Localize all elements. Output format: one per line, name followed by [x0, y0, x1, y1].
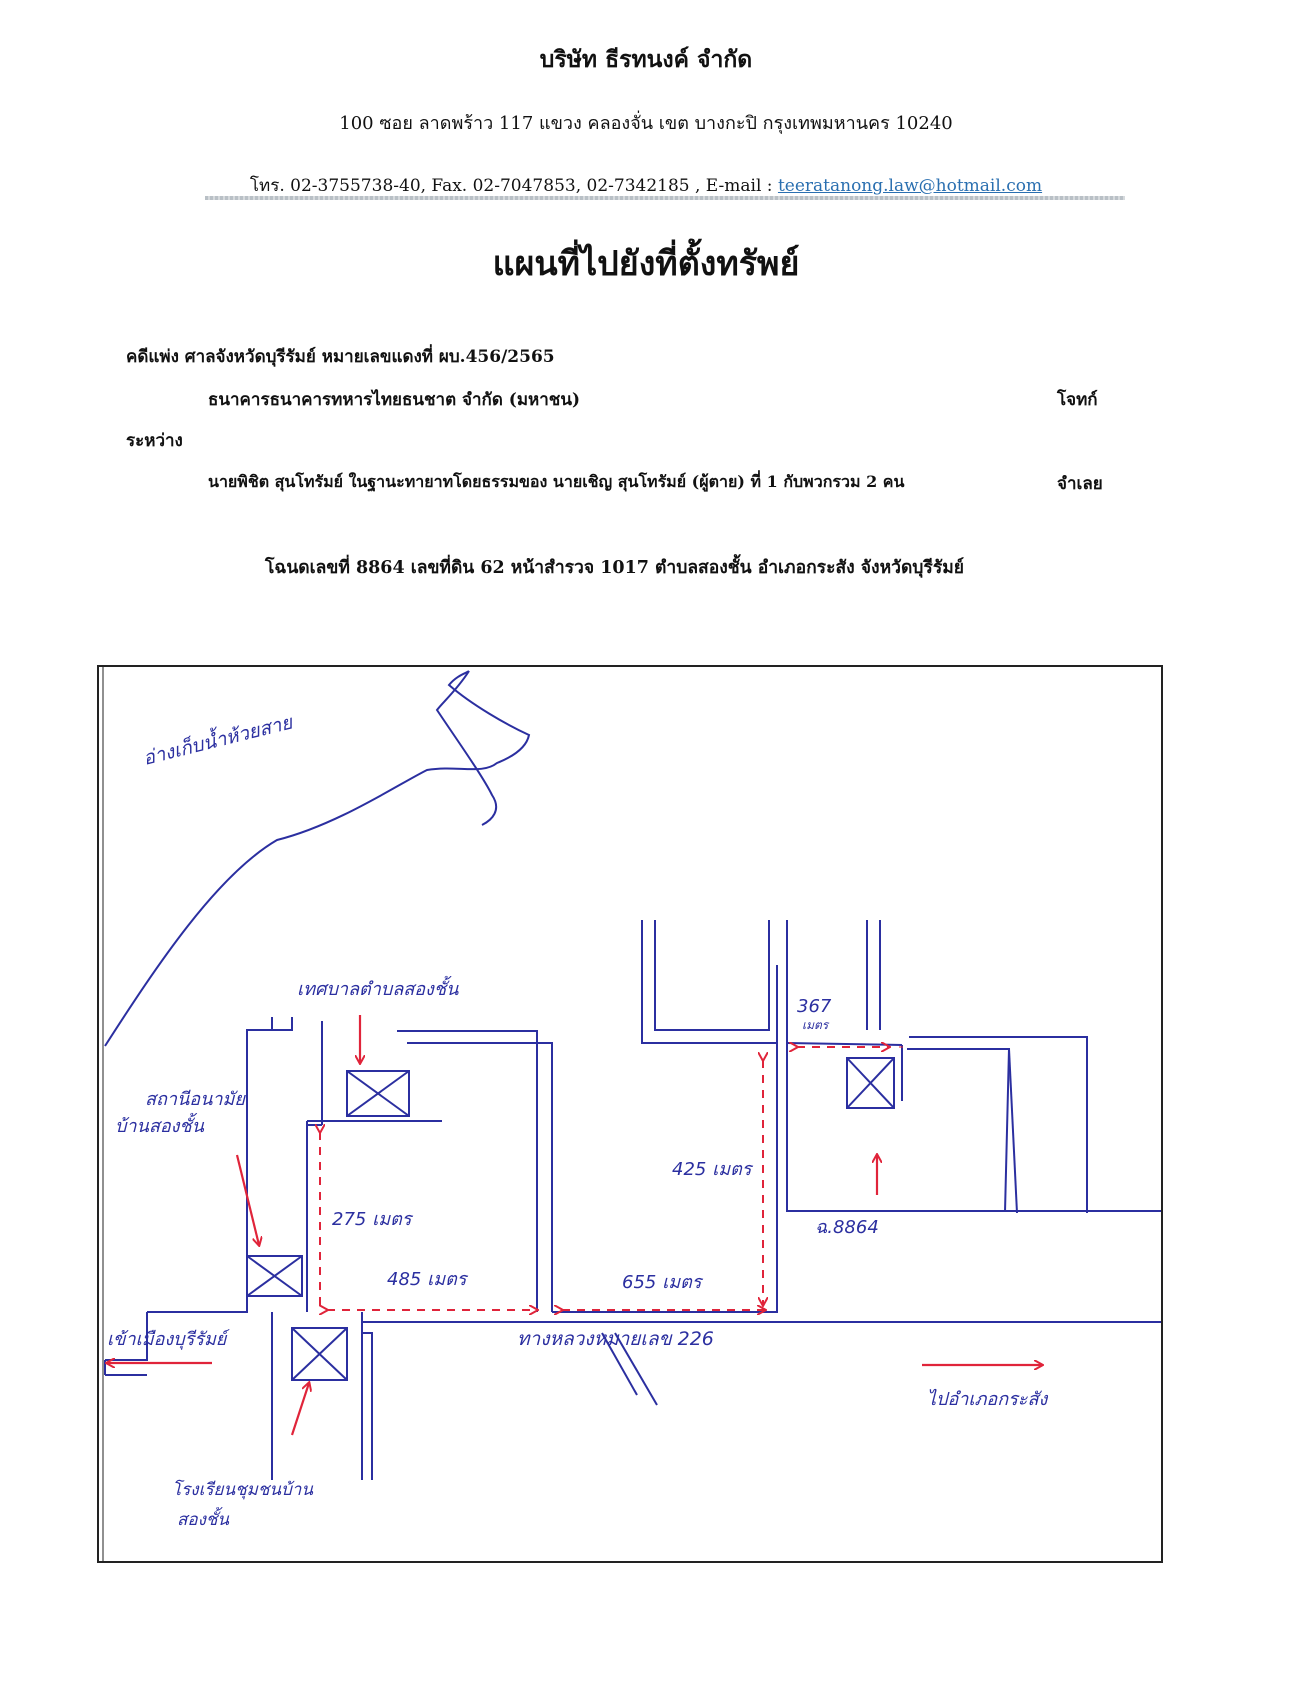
plaintiff-role: โจทก์: [1057, 390, 1098, 410]
building-icons: [246, 1057, 895, 1381]
roads: [104, 920, 1161, 1480]
deed-line: โฉนดเลขที่ 8864 เลขที่ดิน 62 หน้าสำรวจ 1…: [265, 558, 965, 578]
distance-275-label: 275 เมตร: [332, 1209, 414, 1230]
municipality-label: เทศบาลตำบลสองชั้น: [297, 975, 459, 1000]
page-title: แผนที่ไปยังที่ตั้งทรัพย์: [492, 244, 800, 284]
reservoir-label: อ่างเก็บน้ำห้วยสาย: [140, 707, 296, 770]
location-map: อ่างเก็บน้ำห้วยสาย เทศบาลตำบลสองชั้น สถา…: [97, 665, 1163, 1563]
road-label: ทางหลวงหมายเลข 226: [517, 1328, 714, 1350]
between-label: ระหว่าง: [126, 431, 183, 451]
company-contact: โทร. 02-3755738-40, Fax. 02-7047853, 02-…: [0, 172, 1292, 199]
property-label: ฉ.8864: [815, 1217, 879, 1238]
email-link[interactable]: teeratanong.law@hotmail.com: [777, 176, 1043, 196]
map-border: [97, 665, 1163, 1563]
company-address: 100 ซอย ลาดพร้าว 117 แขวง คลองจั่น เขต บ…: [339, 113, 953, 134]
header-divider: [205, 196, 1125, 200]
health-center-building: [246, 1255, 303, 1297]
company-name: บริษัท ธีรทนงค์ จำกัด: [539, 46, 753, 73]
defendant-name: นายพิชิต สุนโทรัมย์ ในฐานะทายาทโดยธรรมขอ…: [208, 472, 905, 491]
distance-425-label: 425 เมตร: [672, 1159, 754, 1180]
defendant-role: จำเลย: [1057, 474, 1103, 494]
to-city-label: เข้าเมืองบุรีรัมย์: [107, 1329, 230, 1350]
distance-485-label: 485 เมตร: [387, 1269, 469, 1290]
reservoir-shoreline: [104, 670, 531, 1047]
distance-367-unit: เมตร: [802, 1018, 830, 1032]
case-line: คดีแพ่ง ศาลจังหวัดบุรีรัมย์ หมายเลขแดงที…: [126, 347, 555, 367]
health-center-label-1: สถานีอนามัย: [145, 1089, 246, 1110]
health-center-label-2: บ้านสองชั้น: [115, 1112, 205, 1137]
distance-markers: [320, 1047, 889, 1310]
to-district-label: ไปอำเภอกระสัง: [927, 1388, 1048, 1410]
school-building: [291, 1327, 348, 1381]
distance-367-number: 367: [797, 996, 832, 1017]
pointer-arrows: [107, 1015, 1042, 1436]
plaintiff-name: ธนาคารธนาคารทหารไทยธนชาต จำกัด (มหาชน): [208, 390, 580, 410]
property-building: [846, 1057, 895, 1109]
school-label-2: สองชั้น: [177, 1506, 229, 1530]
contact-text: โทร. 02-3755738-40, Fax. 02-7047853, 02-…: [249, 176, 778, 196]
municipality-building: [346, 1070, 410, 1117]
distance-655-label: 655 เมตร: [622, 1272, 704, 1293]
school-label-1: โรงเรียนชุมชนบ้าน: [172, 1479, 313, 1500]
